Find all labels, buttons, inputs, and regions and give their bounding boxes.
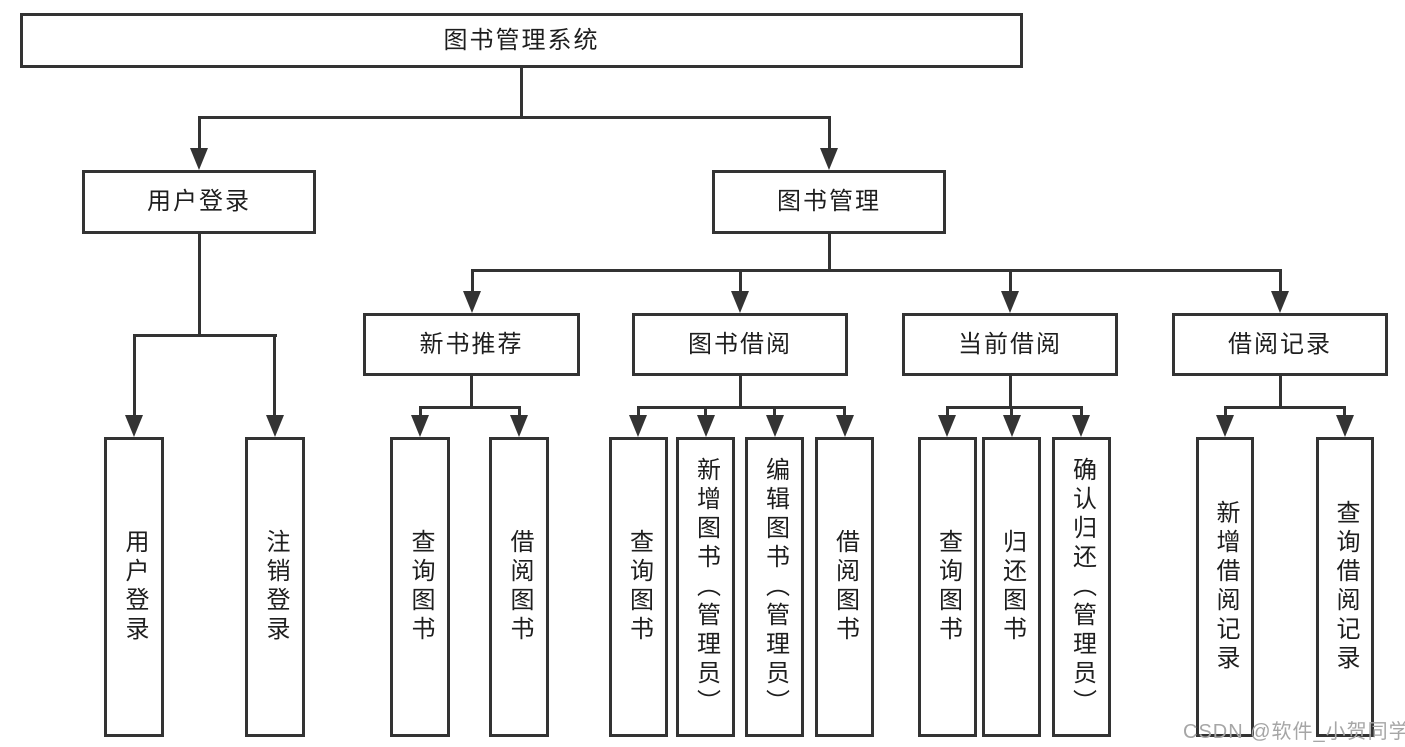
arrowhead-down-icon xyxy=(836,415,854,437)
arrowhead-down-icon xyxy=(125,415,143,437)
connector-line xyxy=(419,406,521,409)
connector-line xyxy=(1080,406,1083,418)
connector-line xyxy=(198,116,831,119)
connector-line xyxy=(471,269,1282,272)
arrowhead-down-icon xyxy=(938,415,956,437)
arrowhead-down-icon xyxy=(697,415,715,437)
connector-line xyxy=(1009,269,1012,295)
leaf-borrow-books: 借阅图书 xyxy=(815,437,874,737)
connector-line xyxy=(1010,406,1013,418)
leaf-query-books-current: 查询图书 xyxy=(918,437,977,737)
leaf-query-books-recommend: 查询图书 xyxy=(390,437,450,737)
arrowhead-down-icon xyxy=(1003,415,1021,437)
node-library-management-system: 图书管理系统 xyxy=(20,13,1023,68)
connector-line xyxy=(637,406,846,409)
connector-line xyxy=(1224,406,1346,409)
node-current-borrow: 当前借阅 xyxy=(902,313,1118,376)
connector-line xyxy=(946,406,949,418)
connector-line xyxy=(520,68,523,118)
connector-line xyxy=(1009,376,1012,409)
leaf-query-books-borrow: 查询图书 xyxy=(609,437,668,737)
connector-line xyxy=(773,406,776,418)
csdn-watermark: CSDN @软件_小贺同学 xyxy=(1183,721,1405,743)
arrowhead-down-icon xyxy=(510,415,528,437)
leaf-borrow-books-recommend: 借阅图书 xyxy=(489,437,549,737)
connector-line xyxy=(828,116,831,152)
arrowhead-down-icon xyxy=(731,291,749,313)
arrowhead-down-icon xyxy=(629,415,647,437)
connector-line xyxy=(471,269,474,295)
node-user-login: 用户登录 xyxy=(82,170,316,234)
arrowhead-down-icon xyxy=(1336,415,1354,437)
arrowhead-down-icon xyxy=(766,415,784,437)
connector-line xyxy=(704,406,707,418)
arrowhead-down-icon xyxy=(1216,415,1234,437)
arrowhead-down-icon xyxy=(463,291,481,313)
arrowhead-down-icon xyxy=(266,415,284,437)
leaf-user-login: 用户登录 xyxy=(104,437,164,737)
connector-line xyxy=(843,406,846,418)
node-book-borrow: 图书借阅 xyxy=(632,313,848,376)
connector-line xyxy=(828,234,831,272)
connector-line xyxy=(739,269,742,295)
connector-line xyxy=(518,406,521,418)
node-book-management: 图书管理 xyxy=(712,170,946,234)
connector-line xyxy=(1343,406,1346,418)
arrowhead-down-icon xyxy=(1271,291,1289,313)
arrowhead-down-icon xyxy=(820,148,838,170)
connector-line xyxy=(637,406,640,418)
connector-line xyxy=(198,116,201,152)
connector-line xyxy=(470,376,473,409)
arrowhead-down-icon xyxy=(411,415,429,437)
arrowhead-down-icon xyxy=(1072,415,1090,437)
leaf-logout: 注销登录 xyxy=(245,437,305,737)
leaf-add-borrow-record: 新增借阅记录 xyxy=(1196,437,1254,737)
leaf-query-borrow-record: 查询借阅记录 xyxy=(1316,437,1374,737)
leaf-edit-book-admin: 编辑图书（管理员） xyxy=(745,437,804,737)
node-new-book-recommend: 新书推荐 xyxy=(363,313,580,376)
connector-line xyxy=(946,406,1083,409)
leaf-return-book: 归还图书 xyxy=(982,437,1041,737)
arrowhead-down-icon xyxy=(190,148,208,170)
connector-line xyxy=(1279,376,1282,409)
leaf-add-book-admin: 新增图书（管理员） xyxy=(676,437,735,737)
node-borrow-records: 借阅记录 xyxy=(1172,313,1388,376)
connector-line xyxy=(273,334,276,418)
connector-line xyxy=(419,406,422,418)
connector-line xyxy=(133,334,277,337)
leaf-confirm-return-admin: 确认归还（管理员） xyxy=(1052,437,1111,737)
connector-line xyxy=(1224,406,1227,418)
connector-line xyxy=(1279,269,1282,295)
connector-line xyxy=(739,376,742,409)
connector-line xyxy=(133,334,136,418)
connector-line xyxy=(198,234,201,337)
arrowhead-down-icon xyxy=(1001,291,1019,313)
